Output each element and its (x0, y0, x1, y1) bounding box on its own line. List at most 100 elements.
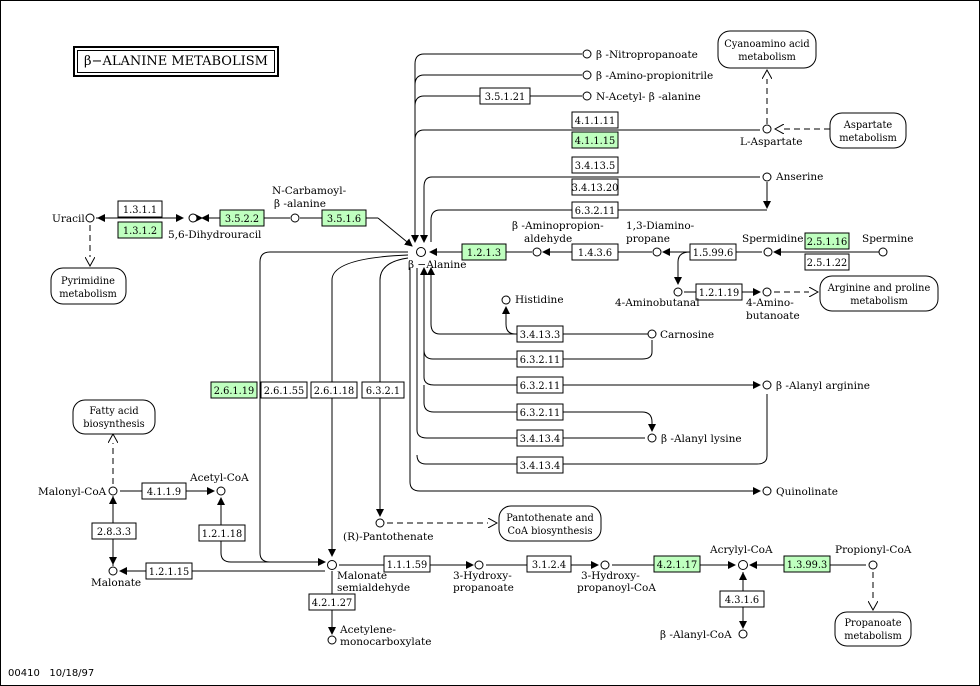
enzyme-3.4.13.20[interactable]: 3.4.13.20 (571, 178, 619, 196)
enzyme-3.5.2.2[interactable]: 3.5.2.2 (219, 209, 265, 227)
node-alanyllysine[interactable] (647, 433, 657, 443)
enzyme-6.3.2.11-carnosine[interactable]: 6.3.2.11 (516, 350, 564, 368)
node-alanylarginine[interactable] (762, 380, 772, 390)
node-pantothenate[interactable] (375, 518, 385, 528)
enzyme-2.6.1.19[interactable]: 2.6.1.19 (210, 381, 258, 399)
svg-text:2.5.1.22: 2.5.1.22 (807, 258, 848, 269)
node-anserine[interactable] (762, 172, 772, 182)
label-uracil: Uracil (52, 213, 85, 225)
label-diaminopropane-1: 1,3-Diamino- (626, 220, 695, 232)
enzyme-3.5.1.6[interactable]: 3.5.1.6 (321, 209, 367, 227)
enzyme-2.5.1.22[interactable]: 2.5.1.22 (804, 253, 850, 271)
enzyme-4.1.1.11[interactable]: 4.1.1.11 (571, 111, 619, 129)
enzyme-1.2.1.15[interactable]: 1.2.1.15 (145, 562, 193, 580)
enzyme-6.3.2.11-anserine[interactable]: 6.3.2.11 (571, 201, 619, 219)
node-ncarbamoyl[interactable] (290, 213, 300, 223)
enzyme-4.2.1.27[interactable]: 4.2.1.27 (308, 593, 356, 611)
svg-text:4.1.1.9: 4.1.1.9 (147, 487, 181, 498)
svg-text:Cyanoamino acid: Cyanoamino acid (724, 39, 809, 50)
enzyme-6.3.2.1[interactable]: 6.3.2.1 (361, 381, 405, 399)
svg-text:3.4.13.4: 3.4.13.4 (520, 434, 561, 445)
enzyme-2.6.1.55[interactable]: 2.6.1.55 (260, 381, 308, 399)
node-aminopropionaldehyde[interactable] (532, 247, 542, 257)
enzyme-4.3.1.6[interactable]: 4.3.1.6 (719, 590, 765, 608)
enzyme-1.3.1.2[interactable]: 1.3.1.2 (117, 221, 163, 239)
enzyme-6.3.2.11-lysine[interactable]: 6.3.2.11 (516, 403, 564, 421)
enzyme-1.3.99.3[interactable]: 1.3.99.3 (783, 555, 831, 573)
node-spermidine[interactable] (763, 247, 773, 257)
svg-text:3.4.13.5: 3.4.13.5 (575, 161, 616, 172)
node-nitropropanoate[interactable] (582, 49, 592, 59)
label-aminobutanoate-2: butanoate (746, 310, 800, 322)
node-alanylcoa[interactable] (738, 629, 748, 639)
node-carnosine[interactable] (647, 329, 657, 339)
svg-text:1.2.1.18: 1.2.1.18 (202, 529, 243, 540)
label-diaminopropane-2: propane (626, 233, 670, 245)
enzyme-1.2.1.3[interactable]: 1.2.1.3 (461, 243, 507, 261)
node-aminobutanoate[interactable] (762, 287, 772, 297)
node-aminopropionitrile[interactable] (582, 70, 592, 80)
node-uracil[interactable] (85, 213, 95, 223)
node-dihydrouracil[interactable] (188, 213, 198, 223)
enzyme-2.6.1.18[interactable]: 2.6.1.18 (310, 381, 358, 399)
enzyme-4.1.1.15[interactable]: 4.1.1.15 (571, 131, 619, 149)
svg-text:3.5.2.2: 3.5.2.2 (225, 214, 259, 225)
node-spermine[interactable] (878, 247, 888, 257)
node-quinolinate[interactable] (762, 486, 772, 496)
node-hydroxypropanoylcoa[interactable] (600, 560, 610, 570)
enzyme-3.1.2.4[interactable]: 3.1.2.4 (526, 555, 572, 573)
node-malonatesemialdehyde[interactable] (327, 560, 337, 570)
enzyme-1.1.1.59[interactable]: 1.1.1.59 (383, 555, 431, 573)
pathway-cyanoamino[interactable]: Cyanoamino acid metabolism (717, 30, 817, 69)
node-acrylylcoa[interactable] (738, 560, 748, 570)
node-acetylcoa[interactable] (216, 486, 226, 496)
node-histidine[interactable] (501, 295, 511, 305)
node-laspartate[interactable] (762, 124, 772, 134)
enzyme-3.5.1.21[interactable]: 3.5.1.21 (479, 87, 531, 105)
svg-text:1.3.99.3: 1.3.99.3 (787, 560, 828, 571)
enzyme-boxes: 1.3.1.1 1.3.1.2 3.5.2.2 3.5.1.6 3.5.1.21… (91, 87, 850, 611)
svg-text:Arginine and proline: Arginine and proline (827, 283, 931, 294)
node-malonate[interactable] (108, 566, 118, 576)
enzyme-3.4.13.3[interactable]: 3.4.13.3 (516, 325, 564, 343)
svg-text:2.6.1.18: 2.6.1.18 (314, 386, 355, 397)
svg-text:3.5.1.6: 3.5.1.6 (327, 214, 361, 225)
svg-text:metabolism: metabolism (844, 631, 902, 642)
enzyme-1.4.3.6[interactable]: 1.4.3.6 (571, 243, 619, 261)
enzyme-2.5.1.16[interactable]: 2.5.1.16 (804, 232, 850, 250)
svg-text:3.4.13.4: 3.4.13.4 (520, 461, 561, 472)
svg-text:3.4.13.3: 3.4.13.3 (520, 330, 561, 341)
node-propionylcoa[interactable] (868, 560, 878, 570)
enzyme-4.2.1.17[interactable]: 4.2.1.17 (653, 555, 701, 573)
node-nacetyl[interactable] (582, 91, 592, 101)
enzyme-2.8.3.3[interactable]: 2.8.3.3 (91, 522, 137, 540)
label-aminobutanal: 4-Aminobutanal (615, 297, 700, 309)
enzyme-1.2.1.18[interactable]: 1.2.1.18 (198, 524, 246, 542)
enzyme-6.3.2.11-arginine[interactable]: 6.3.2.11 (516, 376, 564, 394)
node-aminobutanal[interactable] (673, 287, 683, 297)
node-hydroxypropanoate[interactable] (474, 560, 484, 570)
label-alanylcoa: β -Alanyl-CoA (660, 629, 732, 641)
label-nitropropanoate: β -Nitropropanoate (596, 49, 698, 61)
enzyme-1.5.99.6[interactable]: 1.5.99.6 (689, 243, 737, 261)
enzyme-1.2.1.19[interactable]: 1.2.1.19 (695, 283, 743, 301)
enzyme-3.4.13.4-a[interactable]: 3.4.13.4 (516, 429, 564, 447)
svg-text:Aspartate: Aspartate (843, 120, 893, 131)
svg-text:metabolism: metabolism (738, 52, 796, 63)
node-balanine[interactable] (416, 247, 426, 257)
node-diaminopropane[interactable] (652, 247, 662, 257)
label-alanylarginine: β -Alanyl arginine (776, 380, 870, 392)
node-malonylcoa[interactable] (108, 486, 118, 496)
label-balanine: β −Alanine (408, 259, 467, 271)
enzyme-1.3.1.1[interactable]: 1.3.1.1 (117, 200, 163, 218)
enzyme-4.1.1.9[interactable]: 4.1.1.9 (141, 482, 187, 500)
enzyme-3.4.13.5[interactable]: 3.4.13.5 (571, 156, 619, 174)
node-acetylene[interactable] (327, 635, 337, 645)
enzyme-3.4.13.4-b[interactable]: 3.4.13.4 (516, 456, 564, 474)
